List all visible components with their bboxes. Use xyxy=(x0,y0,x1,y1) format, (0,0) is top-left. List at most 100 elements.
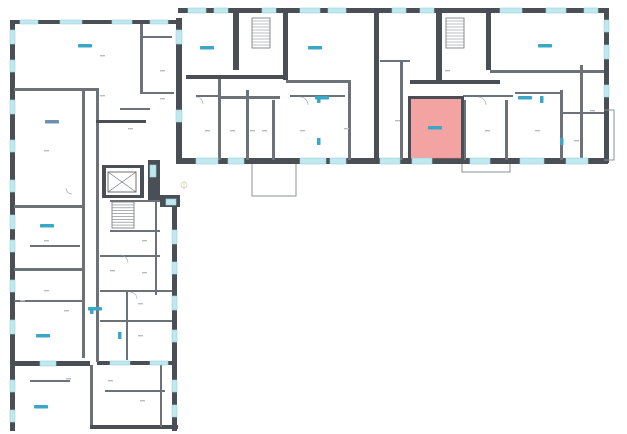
badge-pill xyxy=(308,46,322,50)
badge-pill xyxy=(78,44,92,48)
window xyxy=(149,19,169,25)
stairs-north-2 xyxy=(445,17,465,49)
room-area-label xyxy=(160,70,165,72)
window xyxy=(175,109,183,123)
room-area-label xyxy=(20,300,25,302)
door-swings xyxy=(65,96,487,300)
window xyxy=(227,157,245,165)
window xyxy=(545,7,567,14)
badge-pill xyxy=(34,405,48,409)
badge-pill xyxy=(40,224,54,228)
elevator-shaft xyxy=(107,171,137,193)
window xyxy=(19,19,39,25)
window xyxy=(149,360,169,366)
window xyxy=(165,198,177,206)
badge-pill xyxy=(200,46,214,50)
badge-pill xyxy=(36,334,50,338)
badge-pill xyxy=(538,44,552,48)
apartment-badge xyxy=(45,120,59,124)
window xyxy=(187,7,207,14)
window xyxy=(469,157,491,165)
room-area-label xyxy=(64,310,69,312)
badge-pill xyxy=(428,126,442,130)
window xyxy=(171,379,178,393)
room-area-label xyxy=(574,140,579,142)
window xyxy=(39,360,57,367)
wc-marker xyxy=(90,307,94,314)
room-area-label xyxy=(108,380,113,382)
apartment-badge xyxy=(36,334,50,338)
room-area-label xyxy=(44,290,49,292)
window xyxy=(171,329,178,343)
window xyxy=(603,44,610,60)
window xyxy=(411,157,433,165)
window xyxy=(111,19,133,25)
window xyxy=(299,157,327,165)
window xyxy=(195,157,219,165)
apartment-badge xyxy=(78,44,92,48)
room-area-label xyxy=(485,130,490,132)
window xyxy=(9,319,16,335)
window xyxy=(9,409,16,423)
window xyxy=(565,157,589,165)
window xyxy=(499,7,523,14)
badge-pill xyxy=(45,120,59,124)
room-area-label xyxy=(344,128,349,130)
room-area-label xyxy=(262,130,267,132)
room-area-label xyxy=(250,130,255,132)
apartment-badge xyxy=(518,96,532,100)
window xyxy=(299,7,321,14)
window xyxy=(9,179,16,193)
room-area-label xyxy=(140,400,145,402)
room-area-label xyxy=(395,120,400,122)
window xyxy=(9,214,16,230)
window xyxy=(9,139,16,153)
window xyxy=(171,261,178,275)
window xyxy=(9,239,16,253)
room-area-label xyxy=(160,98,165,100)
window xyxy=(9,59,16,73)
room-area-label xyxy=(590,110,595,112)
room-area-label xyxy=(230,130,235,132)
window xyxy=(213,7,229,14)
window xyxy=(419,7,435,14)
room-area-label xyxy=(205,130,210,132)
window xyxy=(171,295,178,311)
room-area-label xyxy=(300,130,305,132)
window xyxy=(171,404,178,418)
window xyxy=(149,164,157,178)
room-area-label xyxy=(44,150,49,152)
window xyxy=(109,360,131,366)
room-area-label xyxy=(142,240,147,242)
window xyxy=(329,157,347,165)
window xyxy=(327,7,347,14)
room-markers xyxy=(20,55,595,402)
apartment-badge xyxy=(200,46,214,50)
window xyxy=(603,19,610,33)
apartment-badge xyxy=(40,224,54,228)
room-area-label xyxy=(100,55,105,57)
stair-left-frame xyxy=(111,201,135,229)
room-area-label xyxy=(110,270,115,272)
wc-marker xyxy=(118,332,122,339)
window xyxy=(603,84,610,98)
room-area-label xyxy=(66,378,71,380)
wc-marker xyxy=(540,96,544,103)
room-area-label xyxy=(44,240,49,242)
wc-marker xyxy=(317,96,321,103)
room-area-label xyxy=(535,130,540,132)
room-area-label xyxy=(142,272,147,274)
balconies xyxy=(251,109,615,197)
window xyxy=(59,19,83,25)
apartment-badge xyxy=(428,126,442,130)
window xyxy=(261,7,277,14)
wc-marker xyxy=(560,138,564,145)
window xyxy=(9,99,16,115)
room-area-label xyxy=(128,128,133,130)
window xyxy=(175,29,183,45)
apartment-badge xyxy=(308,46,322,50)
window xyxy=(391,7,407,14)
compass-icon xyxy=(180,181,188,189)
room-area-label xyxy=(100,95,105,97)
